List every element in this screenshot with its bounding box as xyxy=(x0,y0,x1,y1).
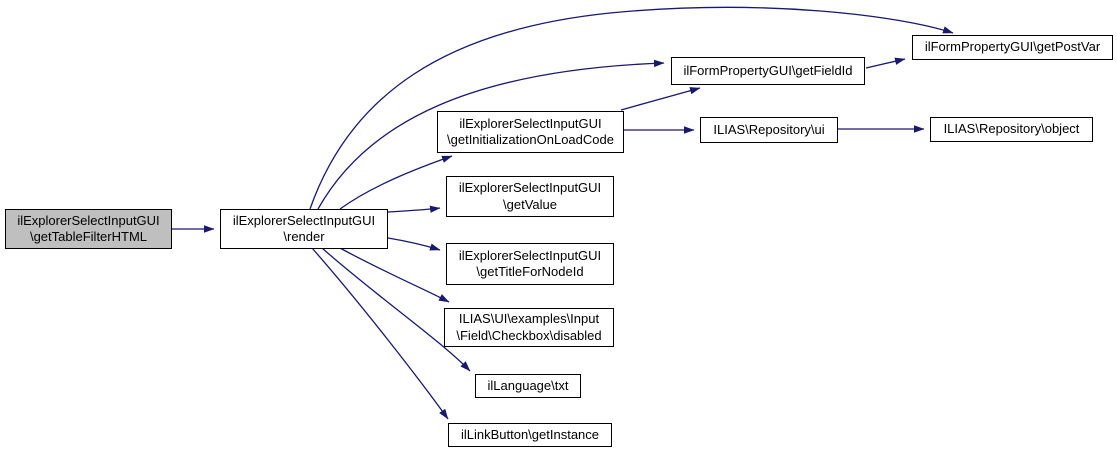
node-getinitializationonloadcode[interactable]: ilExplorerSelectInputGUI \getInitializat… xyxy=(437,111,624,153)
node-gettitlefornodeid[interactable]: ilExplorerSelectInputGUI \getTitleForNod… xyxy=(446,243,614,285)
edge-getfieldid-getpostvar xyxy=(865,57,906,69)
node-getvalue[interactable]: ilExplorerSelectInputGUI \getValue xyxy=(446,176,614,217)
edge-render-linkbuttongetinstance xyxy=(311,247,449,420)
node-render[interactable]: ilExplorerSelectInputGUI \render xyxy=(220,209,388,249)
edge-render-getvalue xyxy=(387,205,441,213)
node-repository-object[interactable]: ILIAS\Repository\object xyxy=(930,117,1093,142)
node-checkbox-disabled[interactable]: ILIAS\UI\examples\Input \Field\Checkbox\… xyxy=(444,308,614,347)
edge-getinitializationonloadcode-getfieldid xyxy=(620,87,701,111)
node-getfieldid[interactable]: ilFormPropertyGUI\getFieldId xyxy=(671,57,865,85)
edge-render-getinitializationonloadcode xyxy=(339,155,453,210)
edge-render-gettitlefornodeid xyxy=(387,237,441,251)
node-language-txt[interactable]: ilLanguage\txt xyxy=(475,374,581,398)
node-repository-ui[interactable]: ILIAS\Repository\ui xyxy=(700,117,838,143)
edge-render-getpostvar xyxy=(309,6,954,210)
edge-render-checkboxdisabled xyxy=(339,247,450,303)
node-linkbutton-getinstance[interactable]: ilLinkButton\getInstance xyxy=(448,423,612,447)
node-getpostvar[interactable]: ilFormPropertyGUI\getPostVar xyxy=(912,35,1113,60)
edge-render-languagetxt xyxy=(321,247,471,372)
edge-render-getfieldid xyxy=(317,59,665,210)
node-gettablefilterhtml: ilExplorerSelectInputGUI \getTableFilter… xyxy=(5,209,172,249)
